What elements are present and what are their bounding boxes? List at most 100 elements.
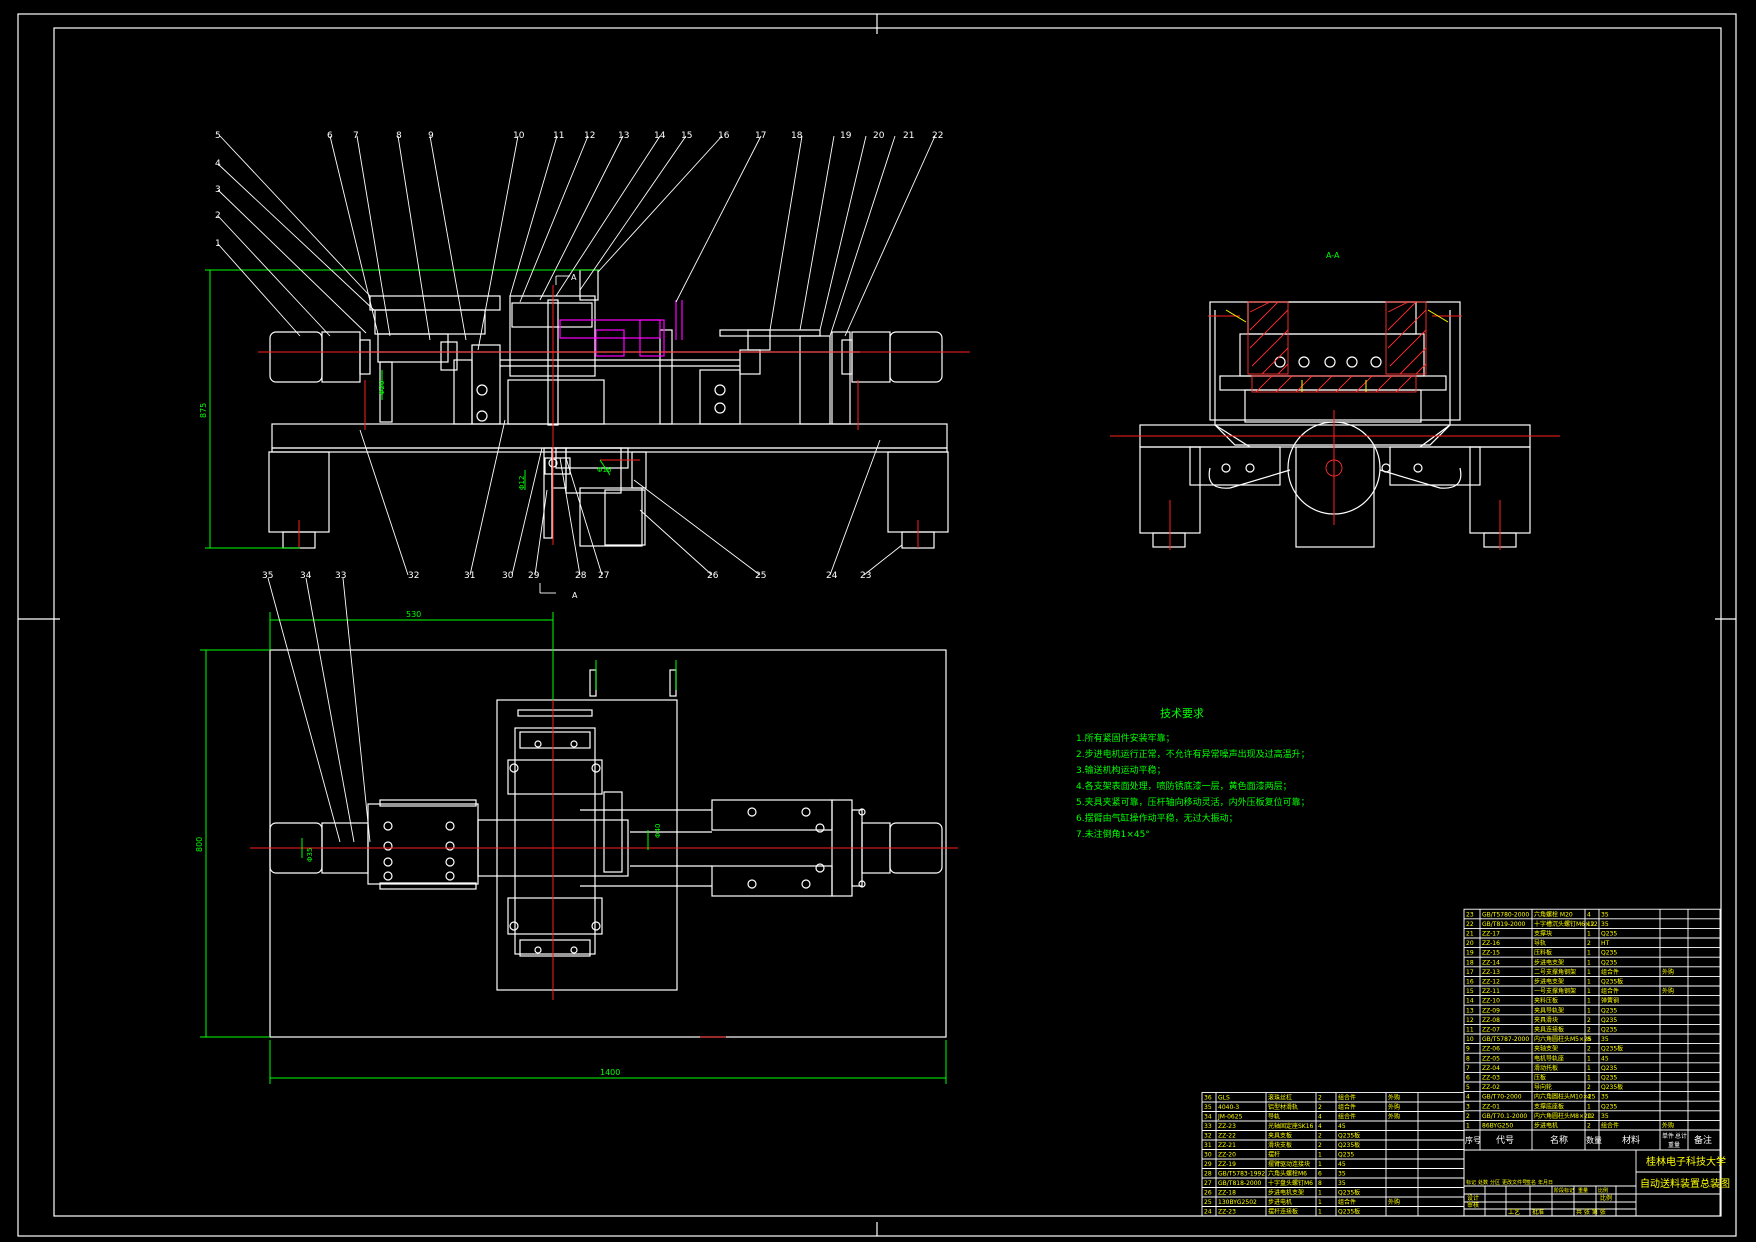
bom-right-cell: Q235 bbox=[1601, 1017, 1617, 1024]
bom-right-cell: 2 bbox=[1587, 1123, 1591, 1130]
bom-right-cell: 组合件 bbox=[1601, 1122, 1619, 1130]
bom-left-cell: 组合件 bbox=[1338, 1094, 1356, 1102]
bom-left-cell: 35 bbox=[1338, 1171, 1346, 1178]
balloon-32: 32 bbox=[408, 571, 419, 581]
bom-right-cell: 16 bbox=[1466, 979, 1474, 986]
bom-right-cell: GB/T70.1-2000 bbox=[1482, 1113, 1527, 1120]
bom-right-cell: 86BYG250 bbox=[1482, 1123, 1513, 1130]
bom-left-cell: 32 bbox=[1204, 1133, 1212, 1140]
title-block-weight: 重量 bbox=[1578, 1187, 1588, 1194]
bom-right-cell: 5 bbox=[1466, 1084, 1470, 1091]
bom-right-cell: GB/T5780-2000 bbox=[1482, 911, 1529, 918]
bom-left-cell: 1 bbox=[1318, 1199, 1322, 1206]
bom-right-cell: 19 bbox=[1466, 950, 1474, 957]
bom-right-cell: ZZ-01 bbox=[1482, 1103, 1500, 1110]
bom-right-cell: Q235板 bbox=[1601, 1045, 1623, 1053]
bom-right-cell: 1 bbox=[1587, 988, 1591, 995]
bom-left-cell: 滑块支板 bbox=[1268, 1141, 1292, 1149]
bom-left-cell: 2 bbox=[1318, 1095, 1322, 1102]
bom-right-cell: ZZ-12 bbox=[1482, 979, 1500, 986]
balloon-16: 16 bbox=[718, 131, 730, 141]
side-view-yellow-pins bbox=[1225, 309, 1449, 392]
bom-right-cell: ZZ-07 bbox=[1482, 1027, 1500, 1034]
balloon-31: 31 bbox=[464, 571, 475, 581]
bom-right-cell: 夹轴支架 bbox=[1534, 1045, 1558, 1053]
bom-left-grid bbox=[1201, 1092, 1465, 1217]
bom-left-cell: 24 bbox=[1204, 1209, 1212, 1216]
bom-header-material: 材料 bbox=[1622, 1134, 1640, 1146]
sheet-border bbox=[17, 13, 1737, 1237]
balloon-3: 3 bbox=[215, 185, 221, 195]
bom-right-cell: 1 bbox=[1587, 959, 1591, 966]
bom-right-cell: 1 bbox=[1587, 1007, 1591, 1014]
bom-right-cell: Q235 bbox=[1601, 1075, 1617, 1082]
balloon-23: 23 bbox=[860, 571, 871, 581]
bom-right-cell: 2 bbox=[1587, 1027, 1591, 1034]
balloon-18: 18 bbox=[791, 131, 803, 141]
balloon-1: 1 bbox=[215, 239, 221, 249]
bom-left-cell: 六角头螺栓M6 bbox=[1268, 1170, 1307, 1178]
bom-right-cell: 滑动托板 bbox=[1534, 1064, 1558, 1072]
balloon-14: 14 bbox=[654, 131, 666, 141]
bom-left-cell: 摆杆连接板 bbox=[1268, 1208, 1298, 1216]
tech-requirements-title: 技术要求 bbox=[1160, 707, 1204, 720]
bom-right-cell: 4 bbox=[1587, 911, 1591, 918]
bom-right-cell: 支撑底座板 bbox=[1534, 1102, 1564, 1110]
title-block-role-approve: 批准 bbox=[1532, 1208, 1544, 1216]
bom-right-cell: 2 bbox=[1587, 1017, 1591, 1024]
bom-right-cell: 1 bbox=[1587, 979, 1591, 986]
bom-left-cell: 31 bbox=[1204, 1142, 1212, 1149]
balloon-20: 20 bbox=[873, 131, 885, 141]
bom-header-no: 序号 bbox=[1465, 1135, 1481, 1145]
dim-front-small-3: Φ16 bbox=[597, 466, 612, 474]
balloon-33: 33 bbox=[335, 571, 346, 581]
bom-right-cell: 2 bbox=[1587, 940, 1591, 947]
bom-right-cell: ZZ-17 bbox=[1482, 931, 1500, 938]
bom-right-cell: 弹簧钢 bbox=[1601, 997, 1619, 1005]
bom-left-cell: 26 bbox=[1204, 1190, 1212, 1197]
bom-right-cell: 9 bbox=[1466, 1046, 1470, 1053]
bom-header-qty: 数量 bbox=[1586, 1135, 1602, 1145]
bom-left-cell: 步进电机 bbox=[1268, 1198, 1292, 1206]
bom-header-weight: 重量 bbox=[1668, 1141, 1680, 1149]
bom-right-cell: 六角螺栓 M20 bbox=[1534, 910, 1573, 918]
bom-left-cell: ZZ-20 bbox=[1218, 1152, 1236, 1159]
bom-right-cell: 1 bbox=[1587, 1103, 1591, 1110]
bom-left-cell: 45 bbox=[1338, 1123, 1346, 1130]
title-block-text: 桂林电子科技大学 自动送料装置总装图 比例 共 张 第 张 标记 处数 分区 更… bbox=[1466, 1155, 1730, 1216]
bom-left-cell: 组合件 bbox=[1338, 1103, 1356, 1111]
bom-left-cell: 导轨 bbox=[1268, 1113, 1280, 1121]
bom-right-cell: 7 bbox=[1466, 1065, 1470, 1072]
dim-plan-width: 1400 bbox=[600, 1068, 620, 1077]
bom-right-cell: 13 bbox=[1466, 1007, 1474, 1014]
balloon-8: 8 bbox=[396, 131, 402, 141]
tech-req-6: 6.摆臂由气缸操作动平稳，无过大振动； bbox=[1076, 812, 1238, 824]
tech-req-7: 7.未注倒角1×45° bbox=[1076, 828, 1150, 840]
bom-right-cell: 导向轮 bbox=[1534, 1083, 1552, 1091]
tech-req-4: 4.各支架表面处理，喷防锈底漆一层，黄色面漆两层； bbox=[1076, 780, 1292, 792]
bom-left-cell: 27 bbox=[1204, 1180, 1212, 1187]
bom-left-cell: 25 bbox=[1204, 1199, 1212, 1206]
bom-right-cell: Q235板 bbox=[1601, 1083, 1623, 1091]
bom-left-cell: 铝型材滑轨 bbox=[1268, 1103, 1298, 1111]
bom-right-cell: 1 bbox=[1587, 1055, 1591, 1062]
bom-left-cell: 光轴固定座SK16 bbox=[1268, 1122, 1314, 1130]
bom-right-cell: 压板 bbox=[1534, 1074, 1546, 1082]
bom-right-cell: 23 bbox=[1466, 911, 1474, 918]
bom-left-cell: Q235板 bbox=[1338, 1189, 1360, 1197]
balloon-17: 17 bbox=[755, 131, 766, 141]
balloon-11: 11 bbox=[553, 131, 564, 141]
bom-header-unit: 单件 bbox=[1662, 1132, 1674, 1140]
bom-left-cell: 33 bbox=[1204, 1123, 1212, 1130]
bom-left-cell: 1 bbox=[1318, 1152, 1322, 1159]
balloon-12: 12 bbox=[584, 131, 595, 141]
bom-right-cell: 一号支撑角钢架 bbox=[1534, 987, 1576, 995]
bom-left-cell: Q235板 bbox=[1338, 1141, 1360, 1149]
balloon-30: 30 bbox=[502, 571, 514, 581]
bom-right-cell: ZZ-15 bbox=[1482, 950, 1500, 957]
bom-left-cell: 1 bbox=[1318, 1209, 1322, 1216]
title-block-school: 桂林电子科技大学 bbox=[1646, 1155, 1726, 1168]
tech-req-3: 3.输送机构运动平稳； bbox=[1076, 764, 1166, 776]
bom-right-cell: ZZ-02 bbox=[1482, 1084, 1500, 1091]
